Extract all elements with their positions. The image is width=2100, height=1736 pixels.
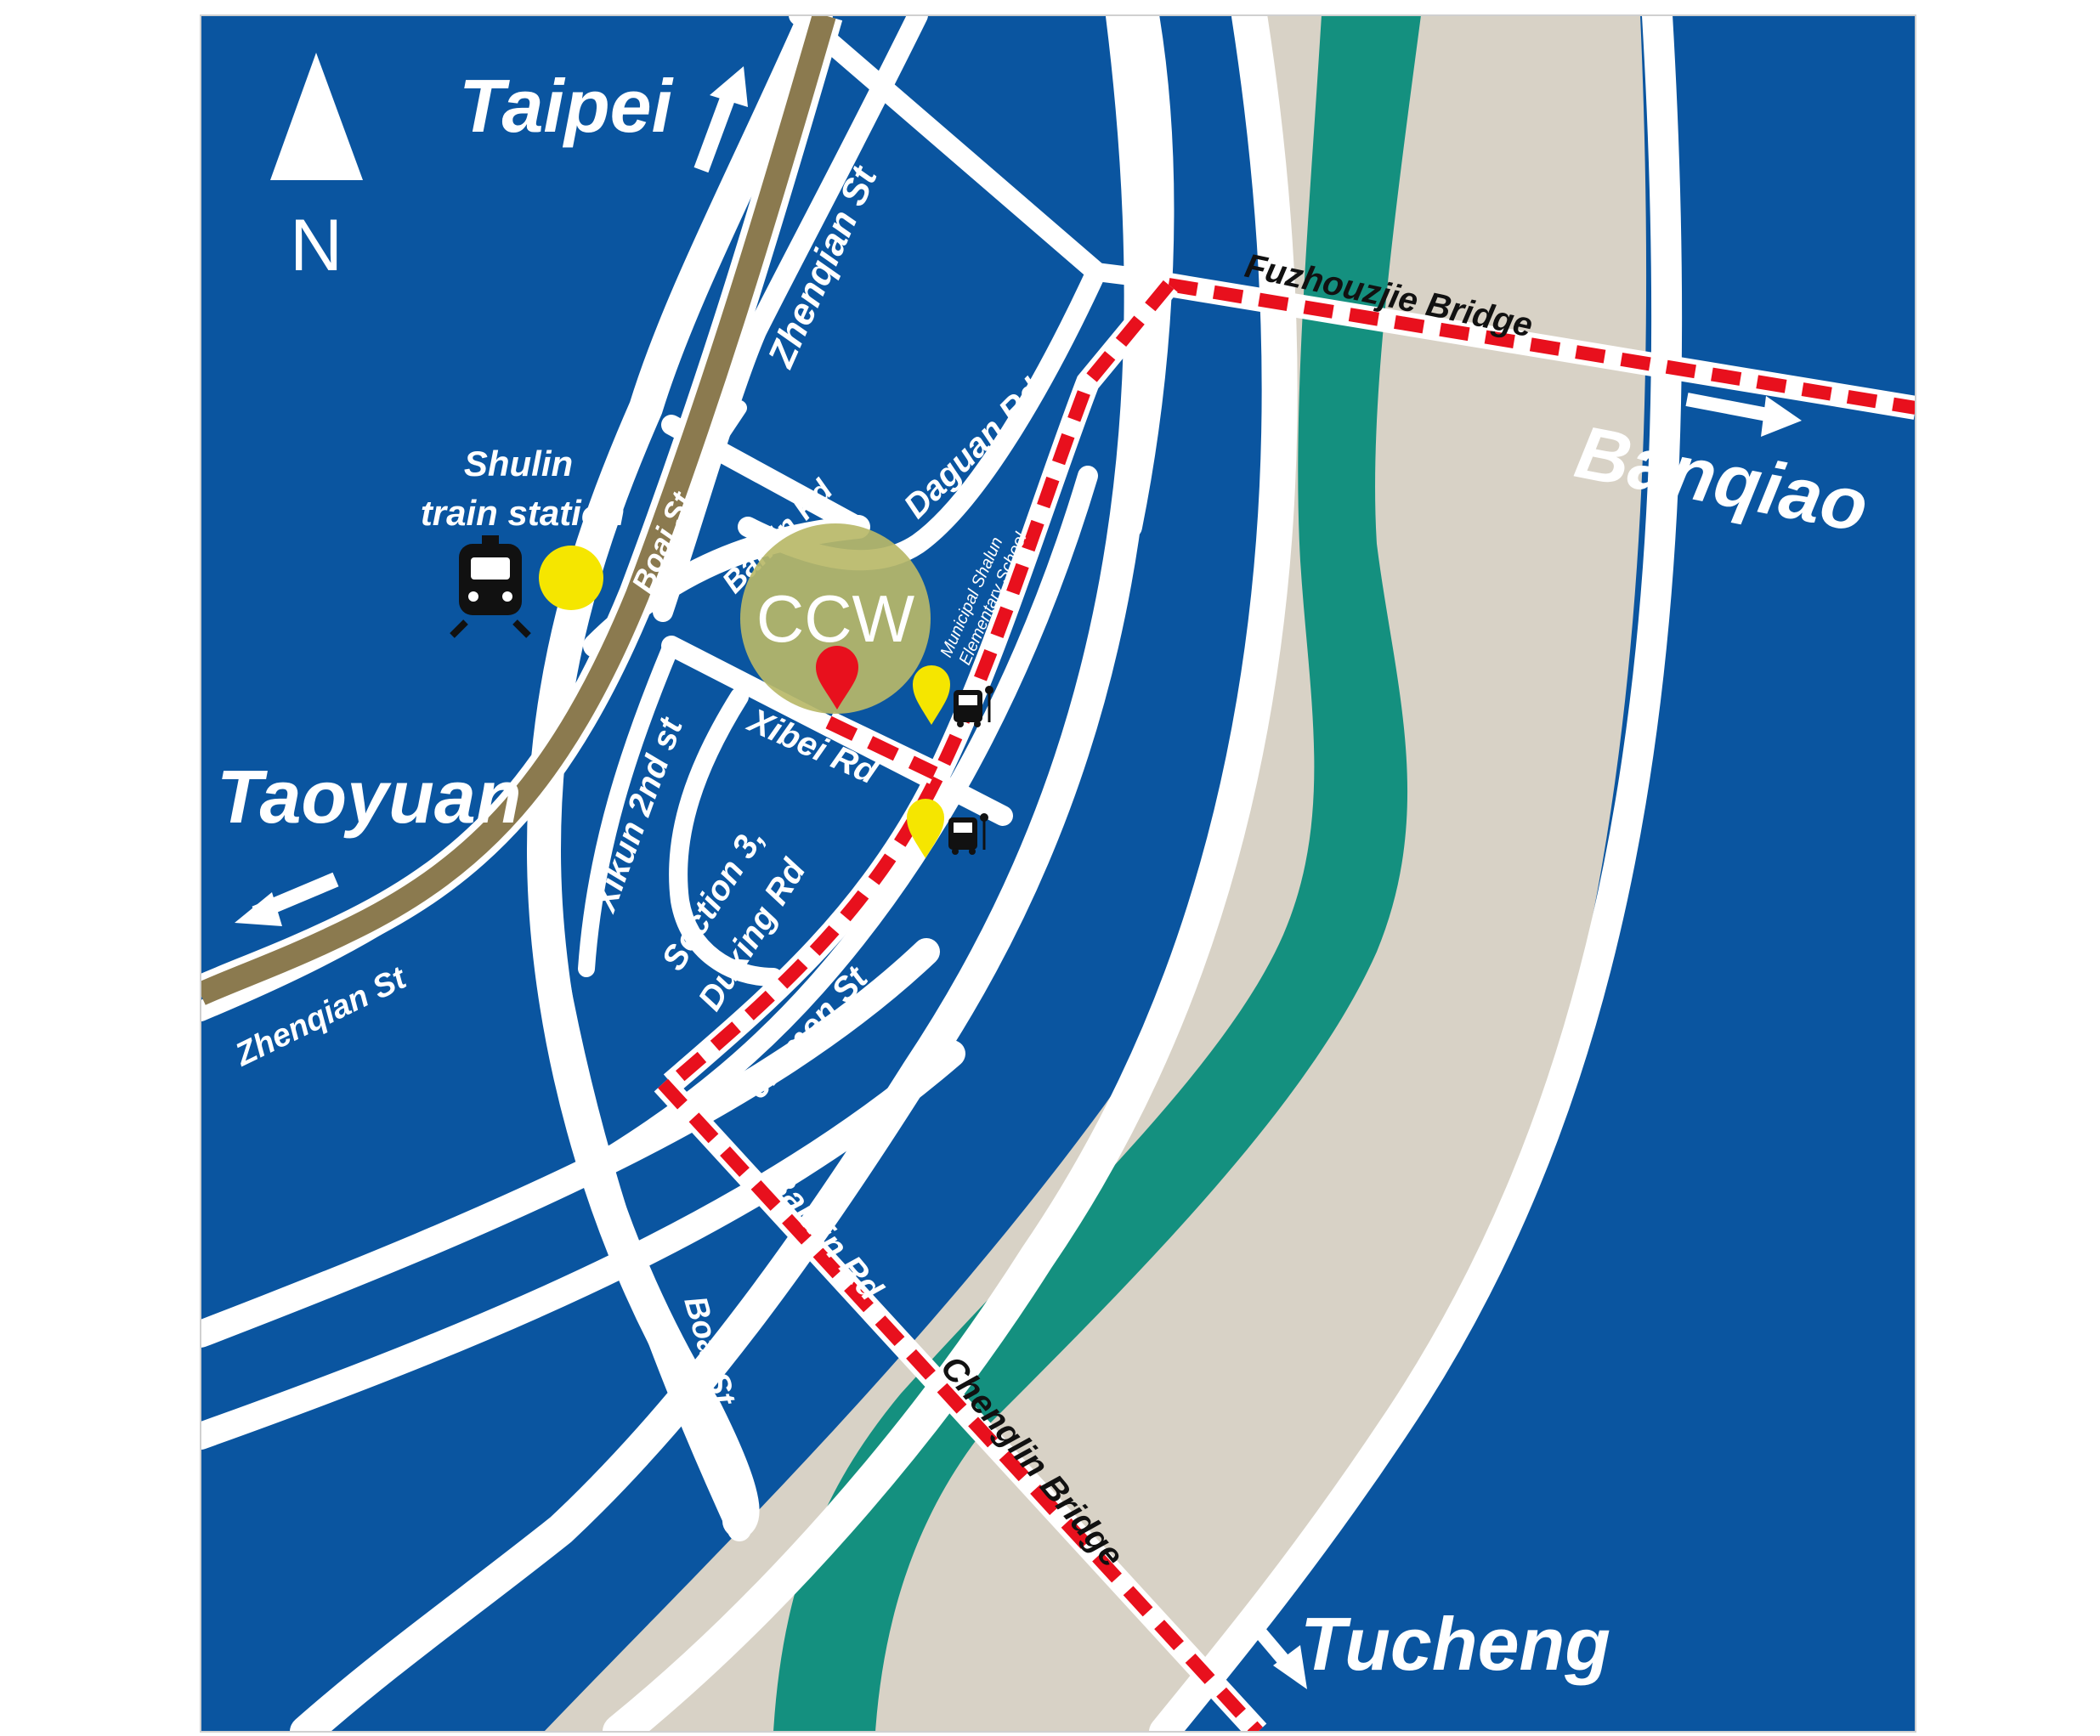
direction-arrow-icon <box>1685 393 1802 437</box>
destination-taipei: Taipei <box>459 64 674 148</box>
map-pin-icon <box>913 665 950 725</box>
destination-taoyuan: Taoyuan <box>217 755 522 839</box>
north-label: N <box>290 205 342 286</box>
direction-arrow-icon <box>693 66 748 173</box>
bus-icon <box>948 813 988 855</box>
bus-icon <box>954 686 993 727</box>
river <box>773 15 1421 1732</box>
destination-tucheng: Tucheng <box>1300 1602 1610 1686</box>
direction-arrow-icon <box>1239 1609 1307 1689</box>
train-icon <box>450 535 531 638</box>
north-arrow-icon <box>270 53 363 180</box>
venue-highlight <box>740 523 931 714</box>
venue-label: CCW <box>756 581 915 656</box>
station-label: Shulin <box>464 444 573 483</box>
direction-arrow-icon <box>235 872 339 926</box>
highlighted-route <box>654 273 1916 1732</box>
station-marker <box>539 546 603 610</box>
railway-track <box>201 15 836 1005</box>
station-label: train station <box>421 493 625 533</box>
map-pin-icon <box>907 799 944 858</box>
map-frame <box>200 14 1916 1733</box>
map-pin-icon <box>816 646 858 710</box>
